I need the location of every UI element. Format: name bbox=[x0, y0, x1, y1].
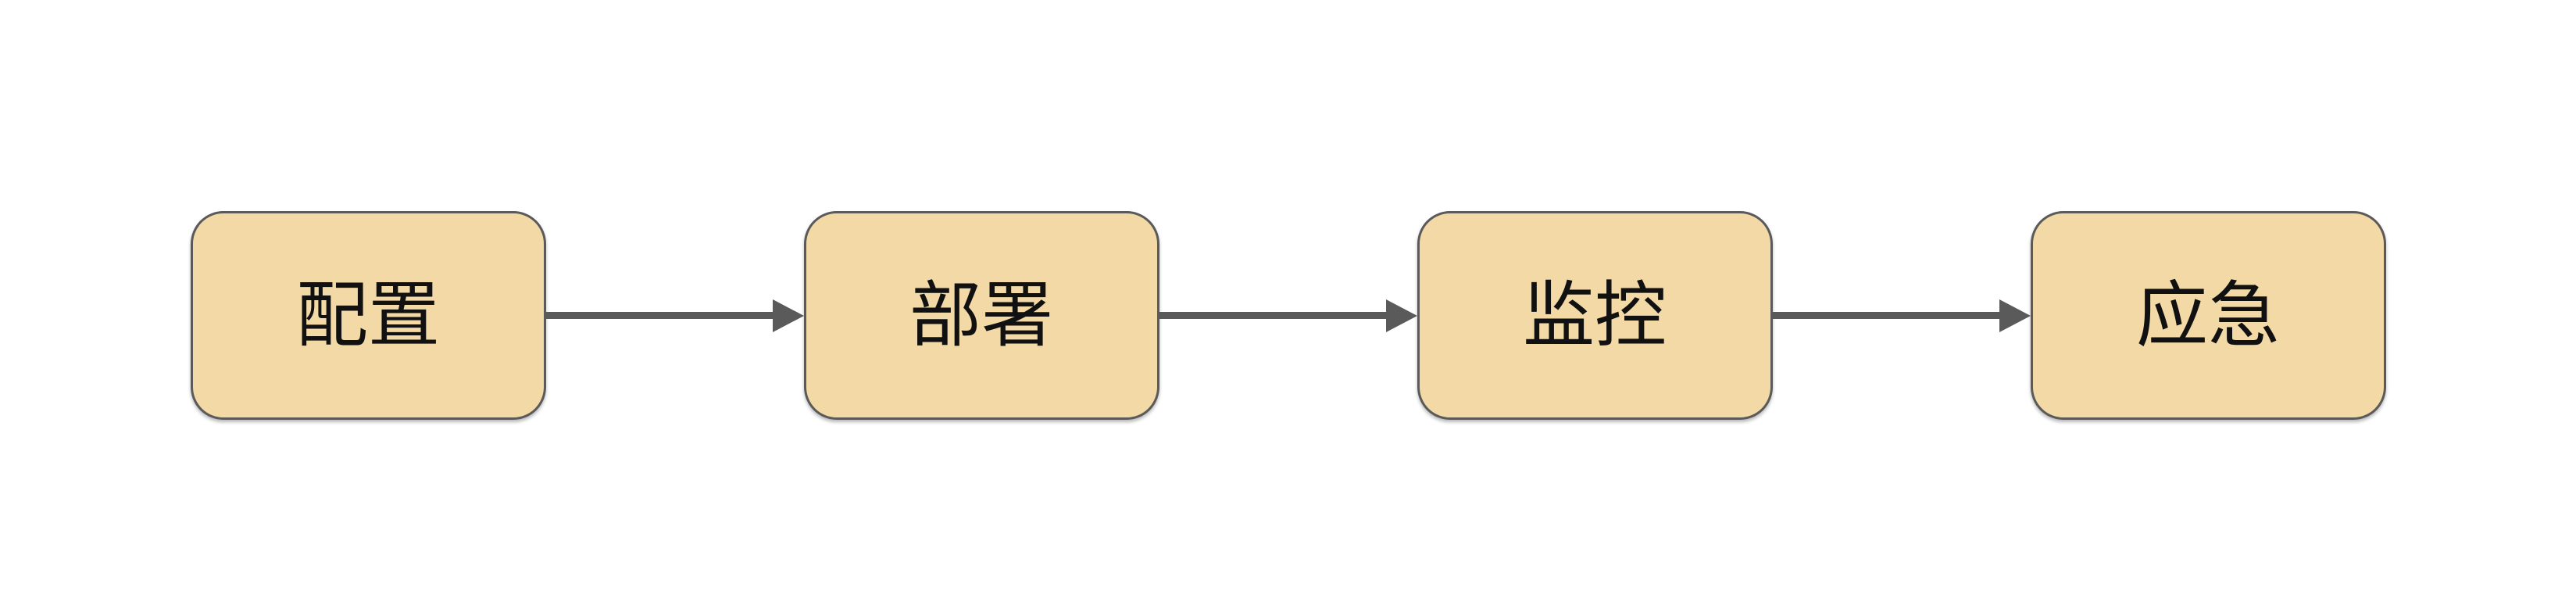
edge-monitor-emergency-line bbox=[1772, 312, 1999, 319]
edge-config-deploy-line bbox=[545, 312, 773, 319]
node-config: 配置 bbox=[190, 211, 546, 420]
flow-row: 配置 部署 监控 应急 bbox=[0, 211, 2576, 420]
edge-monitor-emergency bbox=[1772, 299, 2031, 332]
node-deploy: 部署 bbox=[803, 211, 1159, 420]
node-monitor: 监控 bbox=[1417, 211, 1773, 420]
edge-deploy-monitor-line bbox=[1159, 312, 1386, 319]
arrowhead-right-icon bbox=[1385, 299, 1417, 332]
node-emergency-label: 应急 bbox=[2135, 275, 2280, 356]
node-emergency: 应急 bbox=[2030, 211, 2386, 420]
edge-config-deploy bbox=[545, 299, 804, 332]
arrowhead-right-icon bbox=[1999, 299, 2031, 332]
node-monitor-label: 监控 bbox=[1522, 275, 1667, 356]
arrowhead-right-icon bbox=[772, 299, 804, 332]
node-deploy-label: 部署 bbox=[909, 275, 1053, 356]
edge-deploy-monitor bbox=[1159, 299, 1417, 332]
node-config-label: 配置 bbox=[295, 275, 440, 356]
